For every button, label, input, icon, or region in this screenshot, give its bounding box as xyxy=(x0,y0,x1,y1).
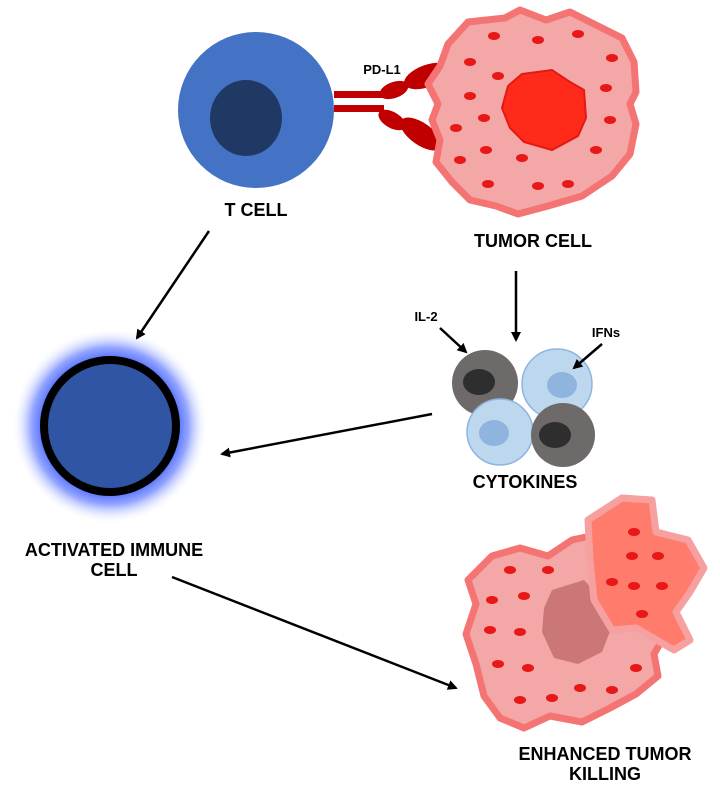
granule xyxy=(482,180,494,188)
arrow-il2-to-cytokine xyxy=(439,327,468,354)
granule xyxy=(504,566,516,574)
granule xyxy=(484,626,496,634)
activated-immune-cell-label-line2: CELL xyxy=(90,560,138,580)
ligand-lower xyxy=(400,117,442,151)
granule xyxy=(450,124,462,132)
receptor-head-lower xyxy=(378,109,406,131)
granule xyxy=(604,116,616,124)
enhanced-tumor-killing-label-line2: KILLING xyxy=(569,764,641,784)
granule xyxy=(600,84,612,92)
granule xyxy=(516,154,528,162)
granule xyxy=(606,686,618,694)
granule xyxy=(572,30,584,38)
receptor-head-upper xyxy=(379,80,409,100)
granule xyxy=(514,696,526,704)
granule xyxy=(630,664,642,672)
tumor-cell-label: TUMOR CELL xyxy=(474,231,592,251)
t-cell-label: T CELL xyxy=(224,200,288,220)
arrow-ifns-to-cytokine xyxy=(572,343,603,370)
granule xyxy=(562,180,574,188)
granule xyxy=(522,664,534,672)
activated-immune-cell xyxy=(12,328,208,524)
granule xyxy=(532,36,544,44)
t-cell xyxy=(178,32,334,188)
granule xyxy=(518,592,530,600)
granule xyxy=(546,694,558,702)
receptor-stem-lower xyxy=(334,105,384,112)
granule xyxy=(626,552,638,560)
granule xyxy=(464,92,476,100)
cytokine-blue-bottom xyxy=(466,398,534,466)
granule xyxy=(542,566,554,574)
lysed-tumor-wedge xyxy=(584,494,708,654)
arrow-activated-to-killing xyxy=(171,575,458,690)
granule xyxy=(628,528,640,536)
granule xyxy=(574,684,586,692)
cytokine-grey-right xyxy=(531,403,595,467)
lysed-granules xyxy=(484,528,668,704)
granule xyxy=(652,552,664,560)
granule xyxy=(492,72,504,80)
granule xyxy=(486,596,498,604)
granule xyxy=(606,578,618,586)
il2-label: IL-2 xyxy=(414,309,438,324)
arrows xyxy=(135,230,603,690)
tumor-granules xyxy=(450,30,618,190)
arrow-cytokines-to-activated xyxy=(220,412,433,458)
arrow-tcell-to-activated xyxy=(135,230,211,340)
tumor-cell-nucleus xyxy=(500,68,588,152)
enhanced-tumor-killing-label-line1: ENHANCED TUMOR xyxy=(518,744,692,764)
cytokine-cluster xyxy=(452,348,595,467)
cytokines-label: CYTOKINES xyxy=(472,472,578,492)
granule xyxy=(478,114,490,122)
granule xyxy=(454,156,466,164)
granule xyxy=(532,182,544,190)
ifns-label: IFNs xyxy=(591,325,621,340)
activated-cell-body xyxy=(40,356,180,496)
granule xyxy=(656,582,668,590)
granule xyxy=(628,582,640,590)
receptor-stem-upper xyxy=(334,91,384,98)
granule xyxy=(488,32,500,40)
granule xyxy=(606,54,618,62)
t-cell-nucleus xyxy=(210,80,282,156)
granule xyxy=(492,660,504,668)
lysed-tumor-cell xyxy=(462,494,708,732)
tumor-cell xyxy=(424,6,640,218)
granule xyxy=(480,146,492,154)
granule xyxy=(514,628,526,636)
pd-l1-label: PD-L1 xyxy=(363,62,401,77)
granule xyxy=(636,610,648,618)
activated-immune-cell-label-line1: ACTIVATED IMMUNE xyxy=(24,540,204,560)
granule xyxy=(590,146,602,154)
granule xyxy=(464,58,476,66)
